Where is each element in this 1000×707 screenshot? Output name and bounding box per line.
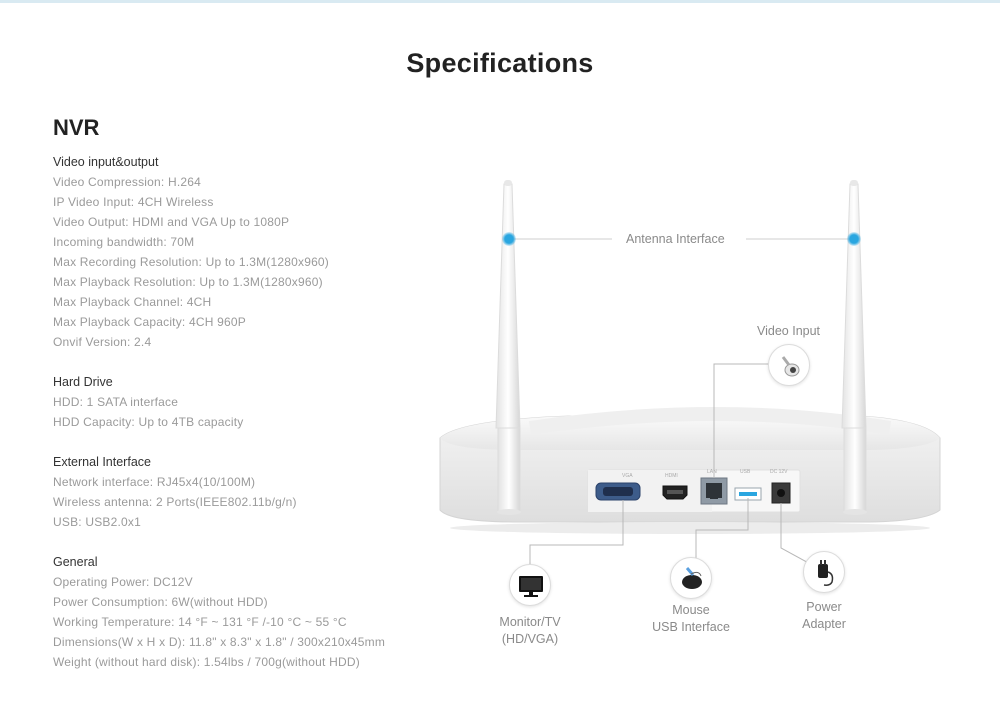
antenna-interface-label: Antenna Interface <box>626 232 725 246</box>
page-title: Specifications <box>406 48 594 78</box>
spec-line: IP Video Input: 4CH Wireless <box>53 195 214 209</box>
svg-text:HDMI: HDMI <box>665 473 678 479</box>
mouse-label-line2: USB Interface <box>652 620 730 634</box>
antenna-callout <box>502 232 861 246</box>
spec-line: Power Consumption: 6W(without HDD) <box>53 595 268 609</box>
spec-line: Max Playback Resolution: Up to 1.3M(1280… <box>53 275 323 289</box>
spec-line: Max Playback Capacity: 4CH 960P <box>53 315 246 329</box>
video-input-label: Video Input <box>757 324 821 338</box>
camera-icon <box>768 344 810 386</box>
mouse-label-line1: Mouse <box>672 603 710 617</box>
spec-line: Operating Power: DC12V <box>53 575 193 589</box>
mouse-icon <box>670 557 712 599</box>
group-title: Video input&output <box>53 155 159 169</box>
group-title: Hard Drive <box>53 375 113 389</box>
spec-line: Video Compression: H.264 <box>53 175 201 189</box>
spec-line: Weight (without hard disk): 1.54lbs / 70… <box>53 655 360 669</box>
section-heading: NVR <box>53 115 100 140</box>
svg-text:DC 12V: DC 12V <box>770 469 788 475</box>
spec-line: Video Output: HDMI and VGA Up to 1080P <box>53 215 290 229</box>
svg-text:VGA: VGA <box>622 473 633 479</box>
monitor-label-line1: Monitor/TV <box>499 615 561 629</box>
spec-line: HDD: 1 SATA interface <box>53 395 179 409</box>
svg-text:LAN: LAN <box>707 469 717 475</box>
usb-port <box>734 487 762 501</box>
right-antenna <box>841 180 867 515</box>
lan-port <box>700 477 728 505</box>
power-label-line1: Power <box>806 600 842 614</box>
vga-port <box>595 482 641 501</box>
spec-line: Dimensions(W x H x D): 11.8" x 8.3" x 1.… <box>53 635 386 649</box>
spec-list: Video input&output Video Compression: H.… <box>53 152 453 692</box>
spec-line: Onvif Version: 2.4 <box>53 335 152 349</box>
dc-port <box>771 482 791 504</box>
spec-line: USB: USB2.0x1 <box>53 515 141 529</box>
power-label-line2: Adapter <box>802 617 846 631</box>
spec-line: Working Temperature: 14 °F ~ 131 °F /-10… <box>53 615 347 629</box>
spec-line: HDD Capacity: Up to 4TB capacity <box>53 415 244 429</box>
group-title: External Interface <box>53 455 151 469</box>
mouse-label: Mouse USB Interface <box>641 602 741 636</box>
hdmi-port <box>662 485 688 500</box>
group-title: General <box>53 555 98 569</box>
spec-line: Wireless antenna: 2 Ports(IEEE802.11b/g/… <box>53 495 297 509</box>
spec-line: Incoming bandwidth: 70M <box>53 235 195 249</box>
spec-group-external-interface: External Interface Network interface: RJ… <box>53 452 453 532</box>
monitor-label-line2: (HD/VGA) <box>501 632 559 646</box>
power-label: Power Adapter <box>784 599 864 633</box>
monitor-icon <box>509 564 551 606</box>
nvr-illustration: VGA HDMI LAN USB DC 12V <box>439 180 941 573</box>
nvr-diagram: VGA HDMI LAN USB DC 12V <box>420 150 1000 707</box>
power-adapter-icon <box>803 551 845 593</box>
spec-line: Max Playback Channel: 4CH <box>53 295 212 309</box>
spec-line: Network interface: RJ45x4(10/100M) <box>53 475 256 489</box>
top-rule <box>0 0 1000 3</box>
monitor-label: Monitor/TV (HD/VGA) <box>486 614 574 648</box>
left-antenna <box>495 180 521 515</box>
spec-group-video: Video input&output Video Compression: H.… <box>53 152 453 352</box>
spec-group-hard-drive: Hard Drive HDD: 1 SATA interface HDD Cap… <box>53 372 453 432</box>
spec-group-general: General Operating Power: DC12V Power Con… <box>53 552 453 672</box>
rear-panel: VGA HDMI LAN USB DC 12V <box>587 469 801 513</box>
spec-line: Max Recording Resolution: Up to 1.3M(128… <box>53 255 330 269</box>
svg-text:USB: USB <box>740 469 751 475</box>
